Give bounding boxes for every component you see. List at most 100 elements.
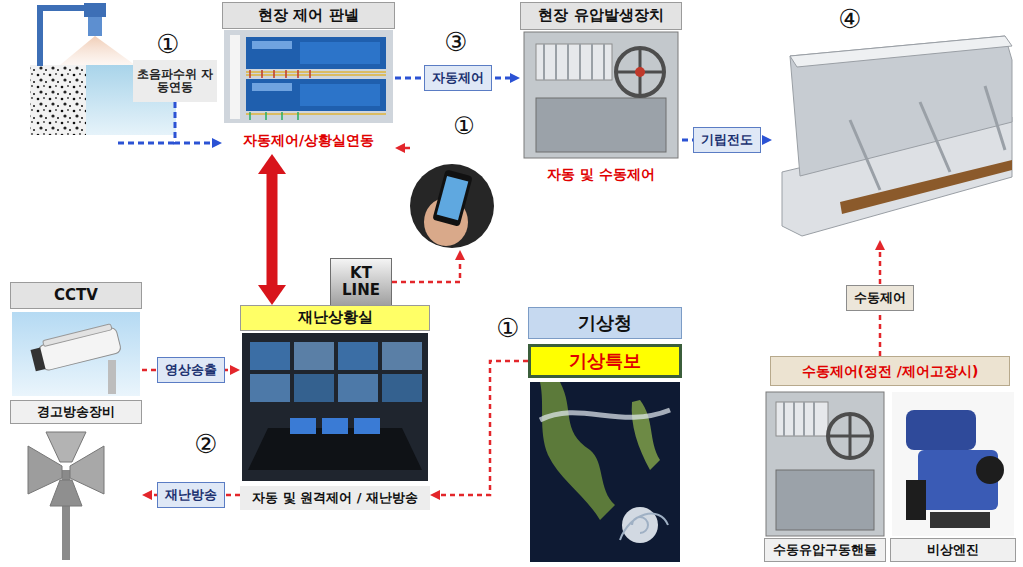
hydraulic-unit-photo <box>544 44 604 80</box>
hydraulic-handle-photo <box>828 414 872 458</box>
connector-label: 영상송출 <box>157 357 225 383</box>
panel-caption: 자동제어/상황실연동 <box>243 132 374 148</box>
control-panel-photo <box>246 37 386 69</box>
smartphone-photo <box>410 164 494 248</box>
photo-caption: 비상엔진 <box>927 543 979 558</box>
arrow-head <box>230 365 240 375</box>
hydraulic-unit: 현장 유압발생장치자동 및 수동제어 <box>520 2 682 188</box>
situation-room-photo <box>250 374 290 402</box>
panel-caption-box: 자동 및 수동제어 <box>520 162 682 186</box>
hydraulic-unit-photo <box>536 98 666 152</box>
control-panel: 현장 제어 판넬자동제어/상황실연동 <box>222 2 395 154</box>
situation-room-photo <box>382 342 422 370</box>
panel-title: 재난상황실 <box>298 309 373 326</box>
hydraulic-unit-photo <box>536 44 612 80</box>
arrow-head <box>142 490 152 500</box>
cctv: CCTV <box>10 282 142 398</box>
manual-text-box: 수동제어(정전 /제어고장시) <box>770 356 1010 386</box>
panel-title-box: 현장 유압발생장치 <box>520 2 682 30</box>
hydraulic-unit-photo <box>616 48 664 96</box>
control-panel-photo <box>252 41 292 49</box>
satellite-image <box>540 382 615 520</box>
hydraulic-handle-photo <box>776 470 874 530</box>
loudspeaker-photo <box>46 432 86 462</box>
panel-title: 경고방송장비 <box>37 405 115 420</box>
hydraulic-unit-photo <box>616 48 664 96</box>
situation-room-photo <box>294 342 334 370</box>
callout-number: ② <box>190 428 222 460</box>
connector-line <box>175 102 213 143</box>
panel-title: 현장 제어 판넬 <box>258 7 358 24</box>
link-text-box: 초음파수위 자동연동 <box>133 60 217 102</box>
cctv-camera-photo <box>12 312 140 396</box>
smartphone-photo <box>410 164 494 248</box>
situation-room-photo <box>294 374 334 402</box>
situation-room-photo <box>338 342 378 370</box>
connector-label: 자동제어 <box>424 65 492 91</box>
warning-speaker: 경고방송장비 <box>10 400 142 563</box>
connector <box>395 143 410 153</box>
gate-illustration <box>840 160 1012 214</box>
agency-text-box: 기상청 <box>528 307 682 339</box>
situation-room-photo <box>248 428 422 470</box>
situation-room-photo <box>290 418 316 434</box>
panel-caption-box: 자동제어/상황실연동 <box>222 128 395 152</box>
situation-room-photo <box>242 333 428 481</box>
situation-room-photo <box>242 333 428 481</box>
arrow-head <box>395 143 405 153</box>
connector-label: 수동제어 <box>846 285 914 311</box>
smartphone-photo <box>432 169 473 226</box>
emergency-engine-photo <box>976 456 1004 484</box>
hydraulic-handle-photo <box>784 402 814 436</box>
panel-caption: 자동 및 수동제어 <box>547 166 655 182</box>
callout-number: ① <box>152 28 184 60</box>
control-panel-photo <box>246 79 386 111</box>
sensor-link-box: 초음파수위 자동연동 <box>133 60 217 102</box>
panel-title-box: 경고방송장비 <box>10 400 142 424</box>
panel-caption-box: 자동 및 원격제어 / 재난방송 <box>240 486 430 510</box>
satellite-image <box>540 410 670 420</box>
arrow-head <box>258 285 286 305</box>
control-panel-photo <box>224 30 393 123</box>
satellite-image <box>530 382 680 562</box>
arrow-head <box>875 240 885 250</box>
alert-text-box: 기상특보 <box>528 344 682 378</box>
callout-number: ① <box>453 113 475 141</box>
satellite-image <box>620 514 668 540</box>
connector <box>430 361 528 500</box>
hydraulic-unit-photo <box>524 32 678 158</box>
kt-line-box: KT LINE <box>330 258 392 306</box>
panel-title: 현장 유압발생장치 <box>538 7 663 24</box>
ultrasonic-sensor <box>88 17 102 36</box>
ultrasonic-sensor <box>60 36 135 65</box>
panel-title: CCTV <box>54 287 98 304</box>
panel-title-box: 재난상황실 <box>240 305 430 331</box>
emergency-engine-photo <box>906 410 976 450</box>
arrow-head <box>762 135 772 145</box>
control-panel-photo <box>300 84 380 106</box>
emergency-engine-photo <box>906 480 926 520</box>
satellite-image <box>632 400 660 470</box>
smartphone: ① <box>410 112 494 250</box>
callout-number-box: ④ <box>830 4 870 36</box>
situation-room-photo <box>250 342 290 370</box>
ultrasonic-sensor <box>84 3 106 17</box>
panel-title-box: 현장 제어 판넬 <box>222 2 395 29</box>
loudspeaker-photo <box>50 480 82 506</box>
manual-control-box: 수동제어(정전 /제어고장시) <box>770 356 1010 386</box>
ultrasonic-sensor <box>40 8 90 66</box>
callout-number: ① <box>492 312 524 344</box>
hydraulic-handle-photo <box>828 414 872 458</box>
situation-room: 재난상황실자동 및 원격제어 / 재난방송 <box>240 305 430 510</box>
panel-title-box: CCTV <box>10 282 142 309</box>
control-panel-photo <box>250 70 310 78</box>
emergency-engine: 비상엔진 <box>890 392 1016 562</box>
hydraulic-handle-photo <box>766 392 884 536</box>
sensor-lead-line <box>118 143 175 144</box>
line-text: KT LINE <box>333 265 389 300</box>
cctv-camera-photo <box>12 312 140 396</box>
agency-text: 기상청 <box>578 313 632 334</box>
arrow-head <box>212 138 222 148</box>
connector <box>175 102 222 148</box>
